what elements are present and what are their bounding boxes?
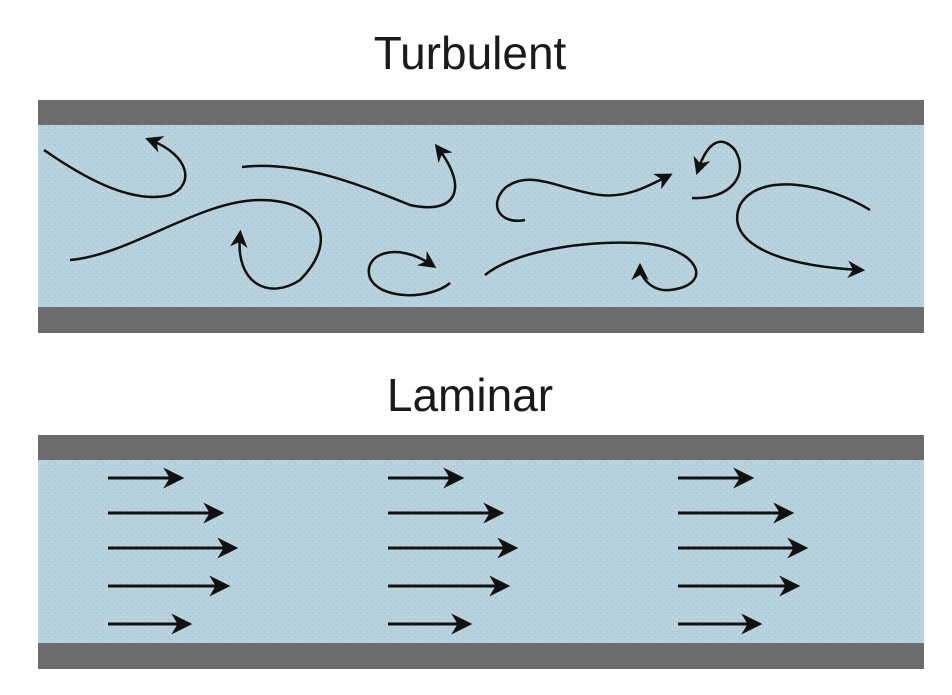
eddy-arrow-5 <box>495 173 673 223</box>
laminar-bottom-wall <box>38 643 924 669</box>
turbulent-title: Turbulent <box>373 27 567 79</box>
turbulent-bottom-wall <box>38 307 924 333</box>
eddy-arrow-2 <box>241 143 457 209</box>
eddy-arrow-6 <box>691 140 742 200</box>
turbulent-pipe <box>38 100 924 333</box>
eddy-arrow-4 <box>367 250 451 297</box>
laminar-top-wall <box>38 435 924 460</box>
laminar-title: Laminar <box>386 369 554 421</box>
eddy-arrow-1 <box>43 136 187 199</box>
eddy-arrow-3 <box>69 198 322 290</box>
laminar-pipe <box>38 435 924 669</box>
turbulent-fluid <box>38 125 924 307</box>
laminar-fluid <box>38 460 924 643</box>
turbulent-top-wall <box>38 100 924 125</box>
turbulent-arrows <box>43 136 871 297</box>
laminar-arrows <box>108 467 809 635</box>
eddy-arrow-7 <box>735 183 871 279</box>
eddy-arrow-8 <box>484 241 698 292</box>
